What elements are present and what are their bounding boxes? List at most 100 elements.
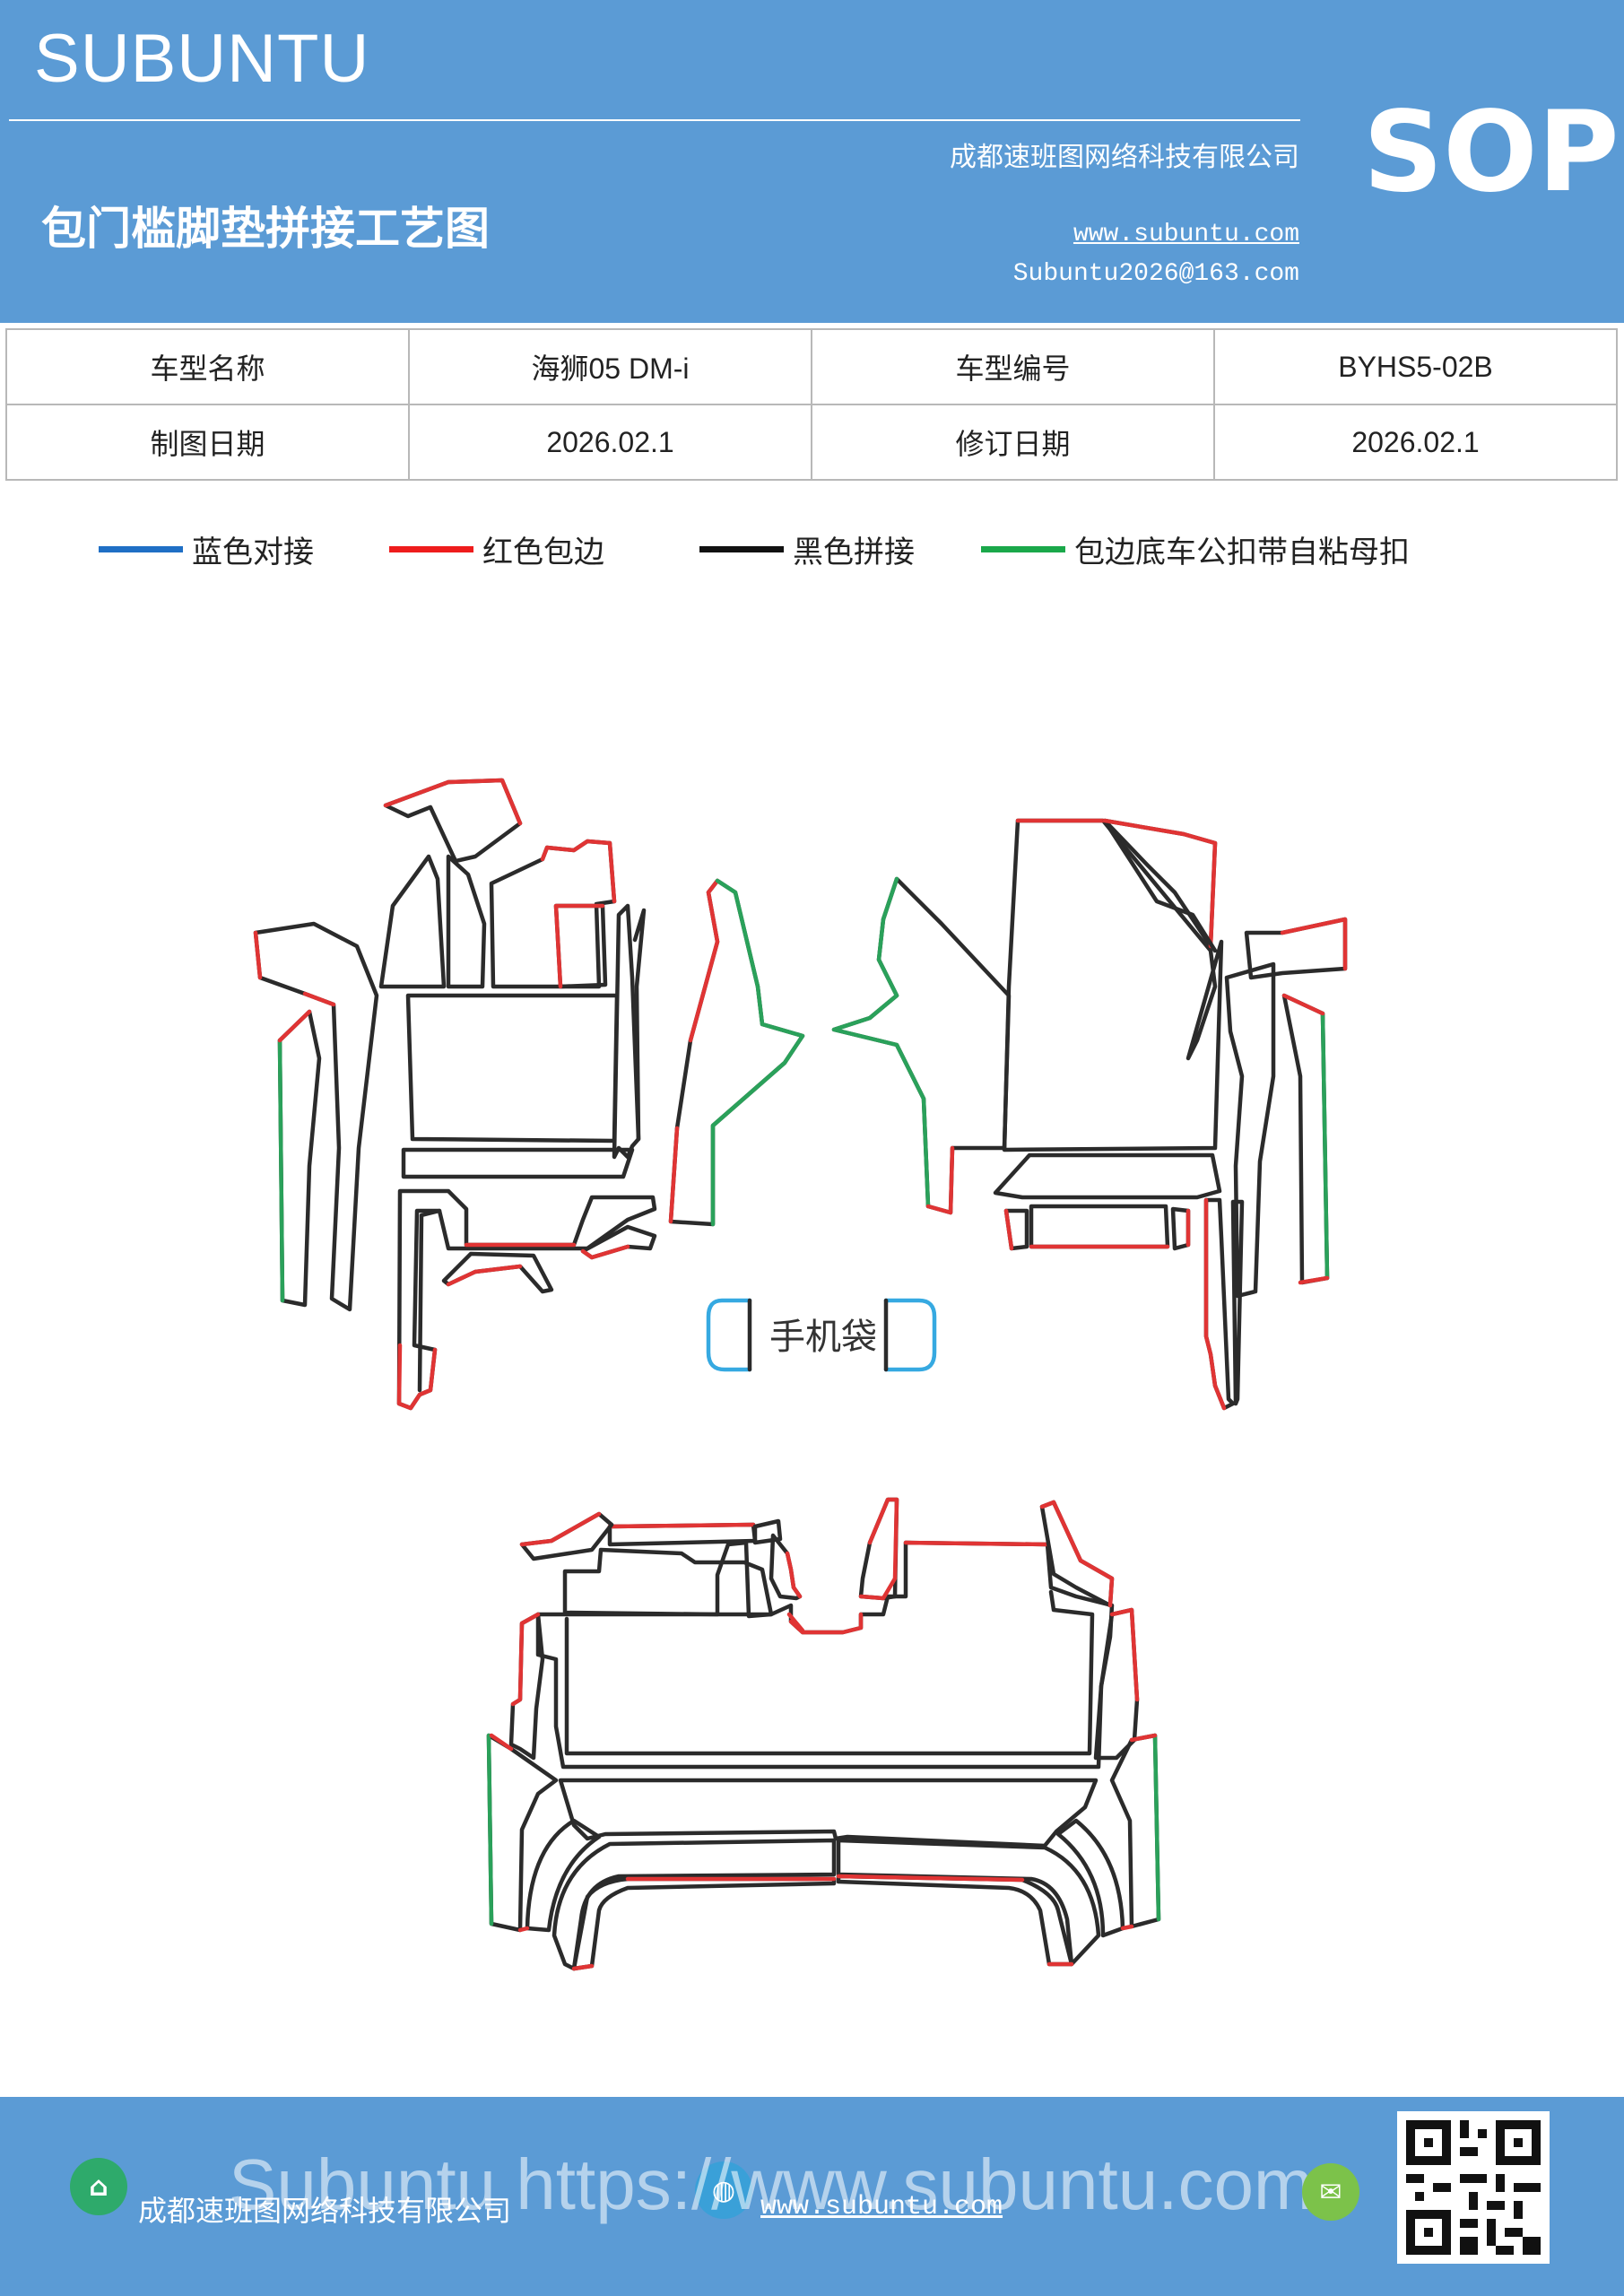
mat-edge-red <box>540 839 617 904</box>
mat-piece <box>1055 1818 1125 1938</box>
company-name: 成都速班图网络科技有限公司 <box>950 142 1299 173</box>
color-legend: 蓝色对接 红色包边 黑色拼接 包边底车公扣带自粘母扣 <box>0 527 1624 572</box>
mat-piece <box>378 854 447 989</box>
header-banner <box>0 0 1624 323</box>
upper-right-pieces <box>831 818 1348 1411</box>
mat-edge-red <box>1129 1733 1158 1743</box>
legend-label: 红色包边 <box>482 535 604 570</box>
mat-edge-red <box>607 1522 756 1529</box>
mat-piece <box>836 1874 1074 1967</box>
legend-swatch-red <box>389 546 473 552</box>
label-model-code: 车型编号 <box>811 328 1215 405</box>
value-model-name: 海狮05 DM-i <box>408 328 812 405</box>
info-table: 车型名称 海狮05 DM-i 车型编号 BYHS5-02B 制图日期 2026.… <box>5 328 1618 481</box>
mat-piece <box>836 1838 1101 1967</box>
website-link[interactable]: www.subuntu.com <box>1073 221 1299 248</box>
label-draw-date: 制图日期 <box>5 404 410 481</box>
mat-piece <box>383 778 523 864</box>
mat-edge-red <box>277 1009 312 1043</box>
email-address: Subuntu2026@163.com <box>1012 260 1299 288</box>
mat-piece <box>1230 1199 1245 1406</box>
mat-piece <box>396 1188 657 1411</box>
building-icon: ⌂ <box>70 2158 127 2215</box>
mat-piece <box>446 854 487 989</box>
mat-edge-green <box>277 1038 285 1303</box>
mat-edge-green <box>486 1733 494 1926</box>
legend-item-green: 包边底车公扣带自粘母扣 <box>981 527 1410 571</box>
mat-piece <box>441 1251 554 1294</box>
brand-logo: SUBUNTU <box>34 21 370 97</box>
mat-edge-red <box>1281 993 1330 1285</box>
upper-left-pieces <box>253 778 805 1411</box>
legend-item-blue: 蓝色对接 <box>99 527 314 571</box>
mat-piece <box>401 1147 635 1179</box>
mat-piece <box>277 1009 322 1308</box>
phone-bag-label: 手机袋 <box>769 1317 877 1358</box>
mat-piece <box>551 1838 837 1971</box>
label-revise-date: 修订日期 <box>811 404 1215 481</box>
mat-piece <box>612 903 641 1160</box>
header-divider <box>9 119 1300 121</box>
footer-website-link[interactable]: www.subuntu.com <box>760 2192 1003 2222</box>
legend-swatch-black <box>699 546 784 552</box>
mat-edge-red <box>253 930 336 1007</box>
phone-bag-right-edge <box>883 1298 937 1372</box>
phone-bag-inner <box>747 1298 889 1372</box>
legend-label: 黑色拼接 <box>793 535 915 570</box>
mat-edge-red <box>786 1540 1050 1635</box>
mat-piece <box>535 1540 1115 1770</box>
mat-piece <box>486 1733 559 1933</box>
value-draw-date: 2026.02.1 <box>408 404 812 481</box>
legend-swatch-blue <box>99 546 183 552</box>
legend-label: 蓝色对接 <box>192 535 314 570</box>
mat-edge-red <box>1102 818 1218 949</box>
mat-edge-red <box>489 1733 514 1752</box>
phone-bag-left-edge <box>706 1298 752 1372</box>
mat-piece <box>562 1540 774 1619</box>
value-model-code: BYHS5-02B <box>1213 328 1618 405</box>
mat-piece <box>405 993 620 1144</box>
value-revise-date: 2026.02.1 <box>1213 404 1618 481</box>
qr-code <box>1397 2111 1550 2264</box>
mat-piece <box>519 1511 614 1561</box>
table-row: 车型名称 海狮05 DM-i 车型编号 BYHS5-02B <box>5 328 1618 405</box>
mat-piece <box>632 908 647 1142</box>
mat-edge-red <box>1203 1197 1227 1411</box>
mat-edge-red <box>396 1242 577 1411</box>
globe-icon: ◍ <box>695 2161 752 2219</box>
mat-edge-red <box>383 778 523 826</box>
mat-piece <box>558 1778 1099 1848</box>
mat-edge-red <box>519 1511 602 1547</box>
mat-edge-red <box>785 1551 803 1599</box>
mat-edge-red <box>858 1497 899 1601</box>
footer-watermark: Subuntu https://www.subuntu.com <box>229 2144 1314 2224</box>
legend-item-red: 红色包边 <box>389 527 604 571</box>
mat-piece <box>1203 1197 1236 1411</box>
mat-piece <box>993 1152 1222 1200</box>
wechat-icon: ✉ <box>1302 2163 1359 2221</box>
mat-edge-red <box>553 903 605 989</box>
mat-edge-red <box>571 1876 837 1971</box>
mat-piece <box>417 1208 442 1393</box>
mat-piece <box>1281 993 1330 1285</box>
mat-edge-red <box>510 1612 541 1707</box>
mat-edge-red <box>446 1264 523 1287</box>
mat-piece <box>1093 1607 1140 1761</box>
table-row: 制图日期 2026.02.1 修订日期 2026.02.1 <box>5 404 1618 481</box>
mat-piece <box>571 1876 837 1971</box>
mat-piece <box>1029 1204 1170 1249</box>
mat-piece <box>831 876 1012 1215</box>
mat-piece <box>668 878 805 1227</box>
mat-edge-red <box>925 1145 955 1215</box>
sop-mark: SOP <box>1363 88 1620 217</box>
page-title: 包门槛脚垫拼接工艺图 <box>41 202 490 255</box>
mat-piece <box>1170 1206 1191 1251</box>
mat-edge-red <box>517 1924 1134 1933</box>
lower-pieces <box>486 1497 1161 1971</box>
mat-edge-green <box>1320 1011 1330 1281</box>
legend-swatch-green <box>981 546 1065 552</box>
phone-bag: 手机袋 <box>706 1298 937 1372</box>
mat-edge-green <box>831 876 931 1209</box>
legend-label: 包边底车公扣带自粘母扣 <box>1074 535 1410 570</box>
